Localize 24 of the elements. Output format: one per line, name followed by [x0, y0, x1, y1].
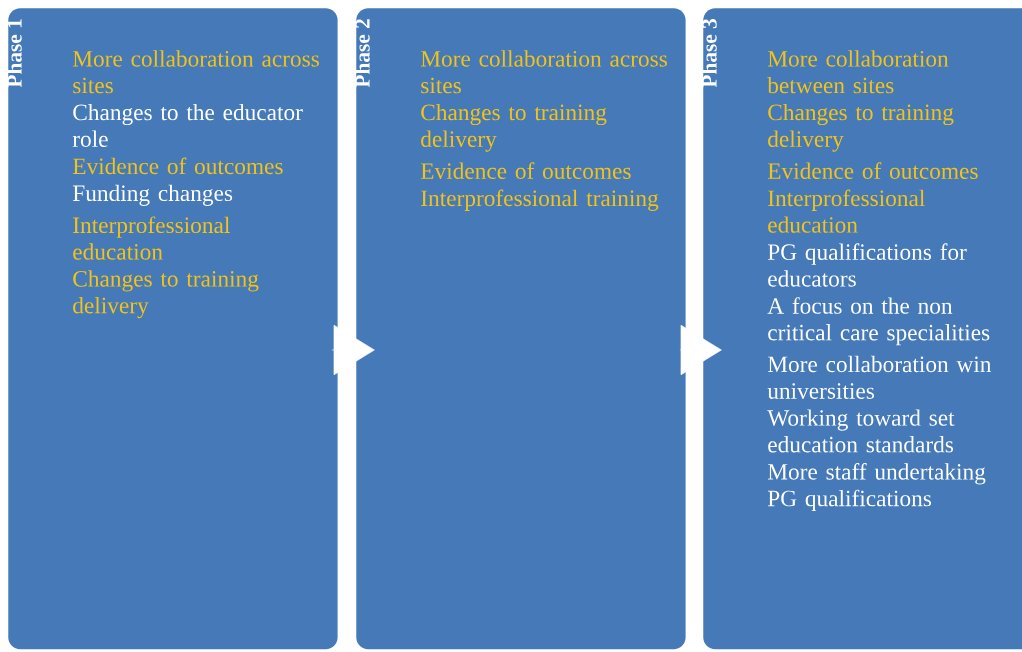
item-text: Working toward set education standards: [767, 409, 955, 453]
item-text: Evidence of outcomes: [72, 157, 283, 175]
chevron-arrow: [331, 324, 375, 376]
item-text: Interprofessional training: [421, 189, 659, 211]
item-text: More collaboration win universities: [767, 355, 992, 399]
item-text: More staff undertaking PG qualifications: [767, 463, 986, 512]
phase-heading: Phase 2: [354, 19, 370, 88]
phase-heading: Phase 1: [6, 19, 22, 88]
item-text: More collaboration across sites: [72, 50, 319, 94]
chevron-arrow: [679, 324, 722, 376]
item-text: Evidence of outcomes: [420, 162, 631, 179]
item-text: Changes to training delivery: [421, 103, 607, 152]
item-text: Interprofessional education: [768, 189, 925, 233]
item-text: Interprofessional education: [73, 216, 230, 260]
item-text: Changes to the educator role: [72, 103, 303, 147]
item-text: PG qualifications for educators: [767, 243, 967, 287]
item-text: Changes to training delivery: [768, 103, 954, 152]
item-text: Funding changes: [72, 184, 233, 206]
item-text: More collaboration across sites: [420, 50, 667, 94]
phase-heading: Phase 3: [701, 19, 717, 88]
item-text: A focus on the non critical care specialities: [767, 297, 990, 346]
item-text: More collaboration between sites: [767, 50, 949, 94]
item-text: Changes to training delivery: [73, 270, 259, 319]
item-text: Evidence of outcomes: [767, 162, 978, 179]
